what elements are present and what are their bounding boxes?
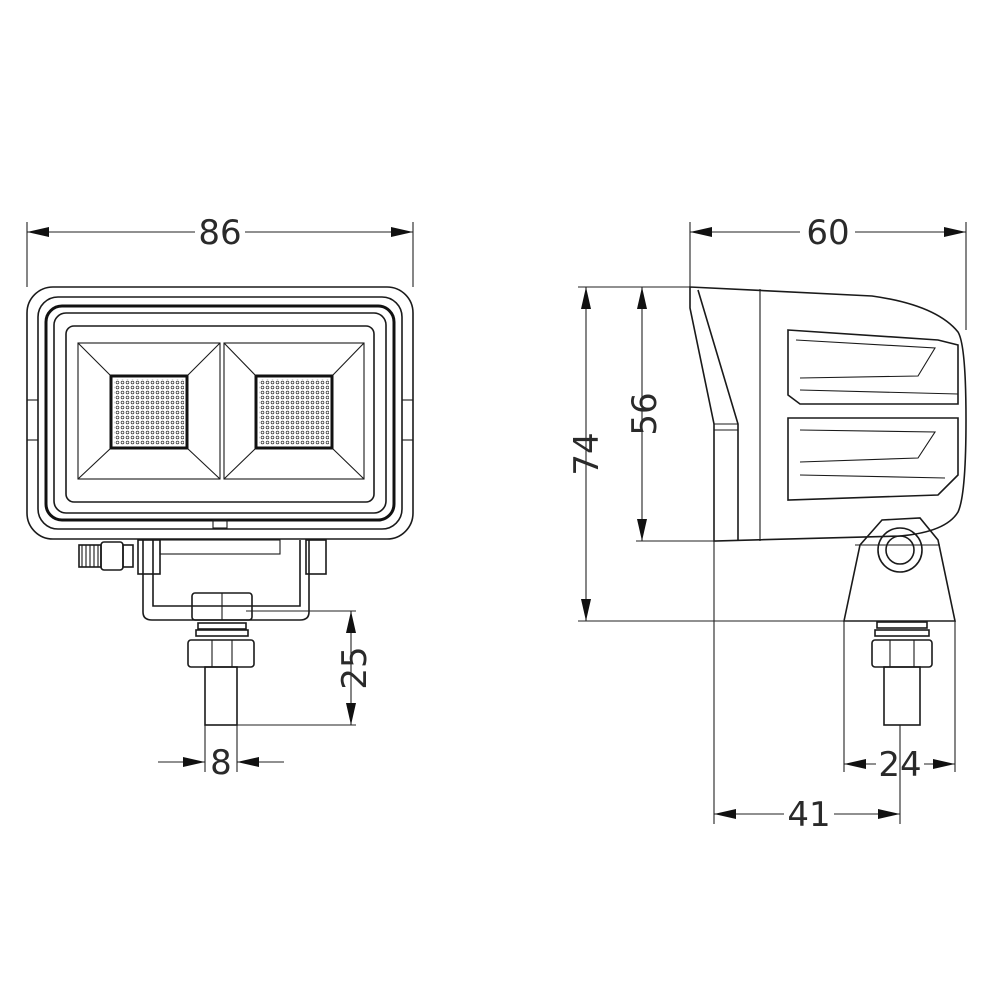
cooling-fins xyxy=(787,329,959,501)
optic-right xyxy=(223,342,365,480)
dim-depth-60: 60 xyxy=(689,213,967,330)
front-bracket xyxy=(137,539,327,621)
dim-width-86: 86 xyxy=(26,213,414,287)
dim-bolt-length-25: 25 xyxy=(237,610,375,726)
cable-gland xyxy=(78,541,134,571)
front-bolt xyxy=(187,622,255,726)
dim-label-74: 74 xyxy=(567,432,607,475)
dim-label-56: 56 xyxy=(625,392,665,435)
side-bracket xyxy=(843,517,956,622)
dim-body-height-56: 56 xyxy=(625,287,714,542)
side-bolt xyxy=(871,621,933,726)
side-housing-outline xyxy=(689,286,967,542)
dim-label-60: 60 xyxy=(806,213,849,253)
front-housing-outline xyxy=(26,286,414,540)
dim-mount-offset-41: 41 xyxy=(713,541,901,835)
front-view: 86 25 8 xyxy=(26,213,414,783)
dim-label-25: 25 xyxy=(335,646,375,689)
dim-label-86: 86 xyxy=(198,213,241,253)
front-housing-inner-outline xyxy=(37,296,403,530)
front-lens-window xyxy=(65,325,375,503)
vent-plug xyxy=(212,519,228,529)
optic-left xyxy=(77,342,221,480)
side-view: 60 74 56 24 xyxy=(567,213,967,835)
dim-bolt-diameter-8: 8 xyxy=(158,725,284,783)
dim-label-8: 8 xyxy=(210,743,232,783)
dim-height-74: 74 xyxy=(567,286,955,622)
dim-label-41: 41 xyxy=(787,795,830,835)
